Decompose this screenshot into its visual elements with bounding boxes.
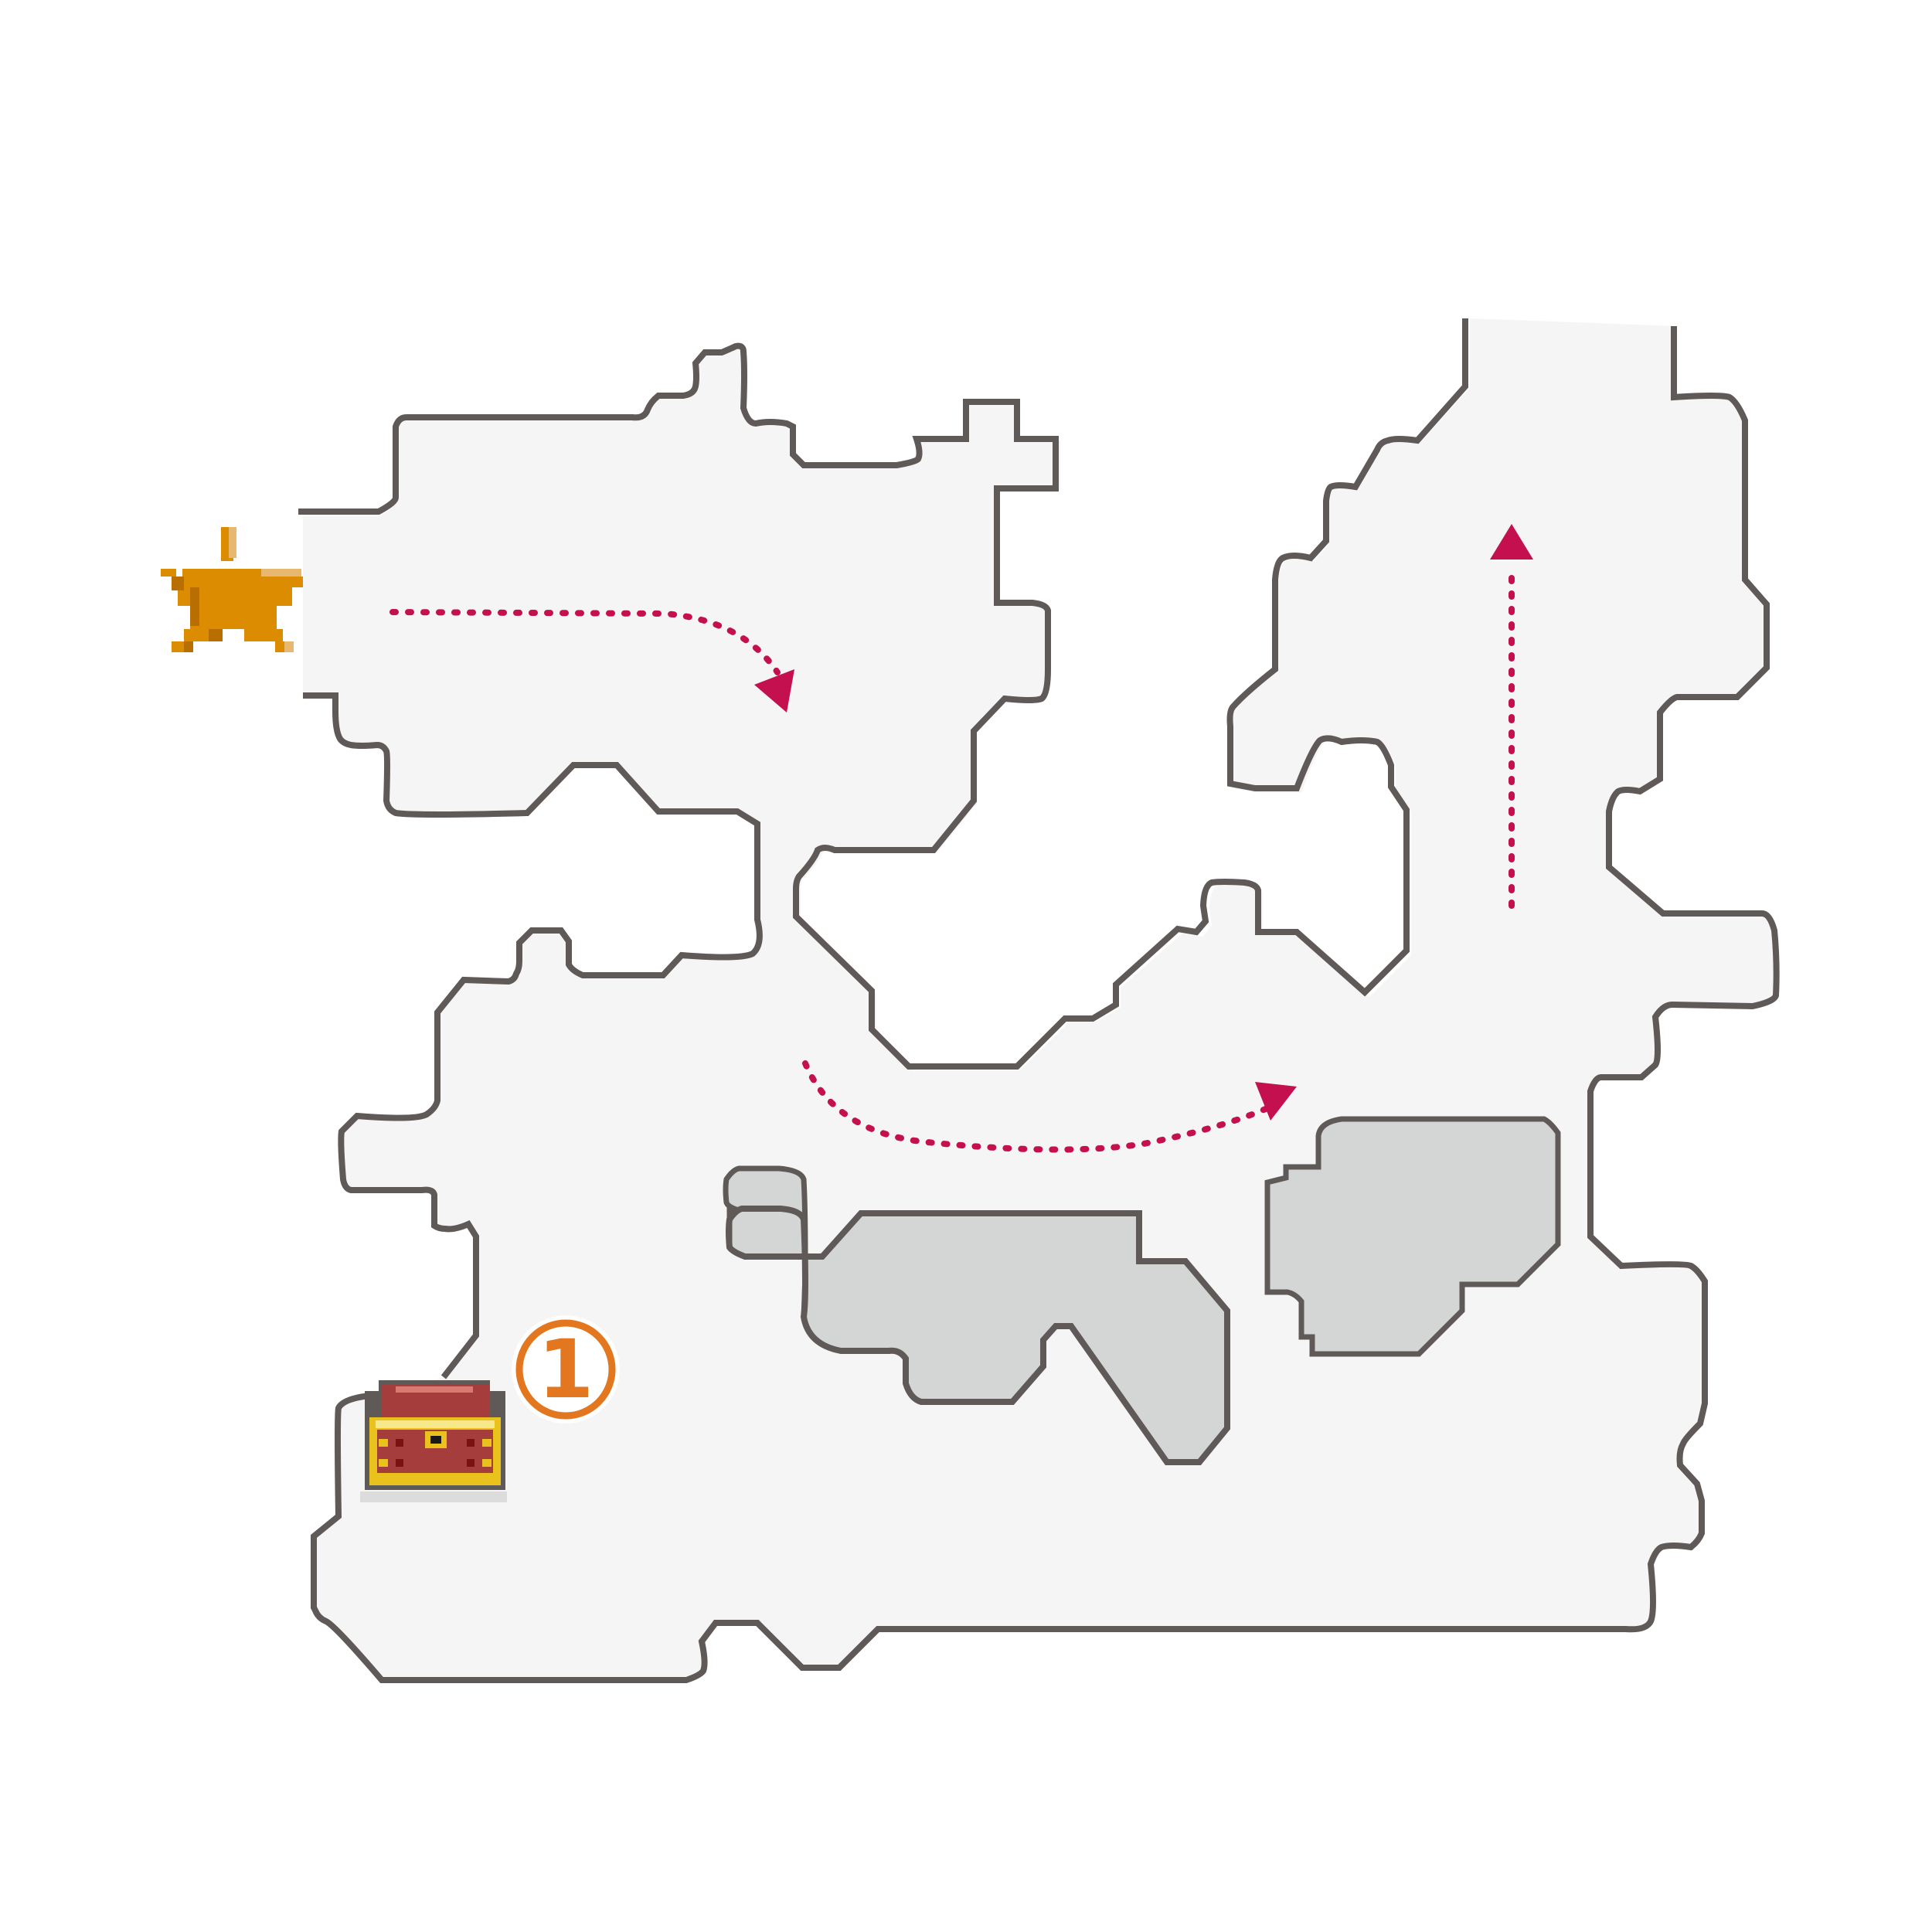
route-arrow-2	[802, 1060, 1297, 1153]
rock-obstacle-right	[1264, 1116, 1561, 1357]
treasure-marker-label: 1	[538, 1322, 594, 1417]
rock-obstacle-left-outline	[726, 1206, 1230, 1465]
start-star-icon[interactable]	[161, 527, 303, 652]
cave-floor	[303, 318, 1780, 1682]
treasure-chest-icon[interactable]	[360, 1380, 507, 1502]
cave-wall-right	[311, 326, 1780, 1683]
cave-wall-upper	[298, 318, 1468, 1070]
route-arrow-3	[1490, 524, 1533, 909]
route-arrow-1	[389, 609, 794, 713]
treasure-marker-1: 1	[512, 1315, 620, 1423]
cave-wall-left	[303, 692, 763, 1379]
